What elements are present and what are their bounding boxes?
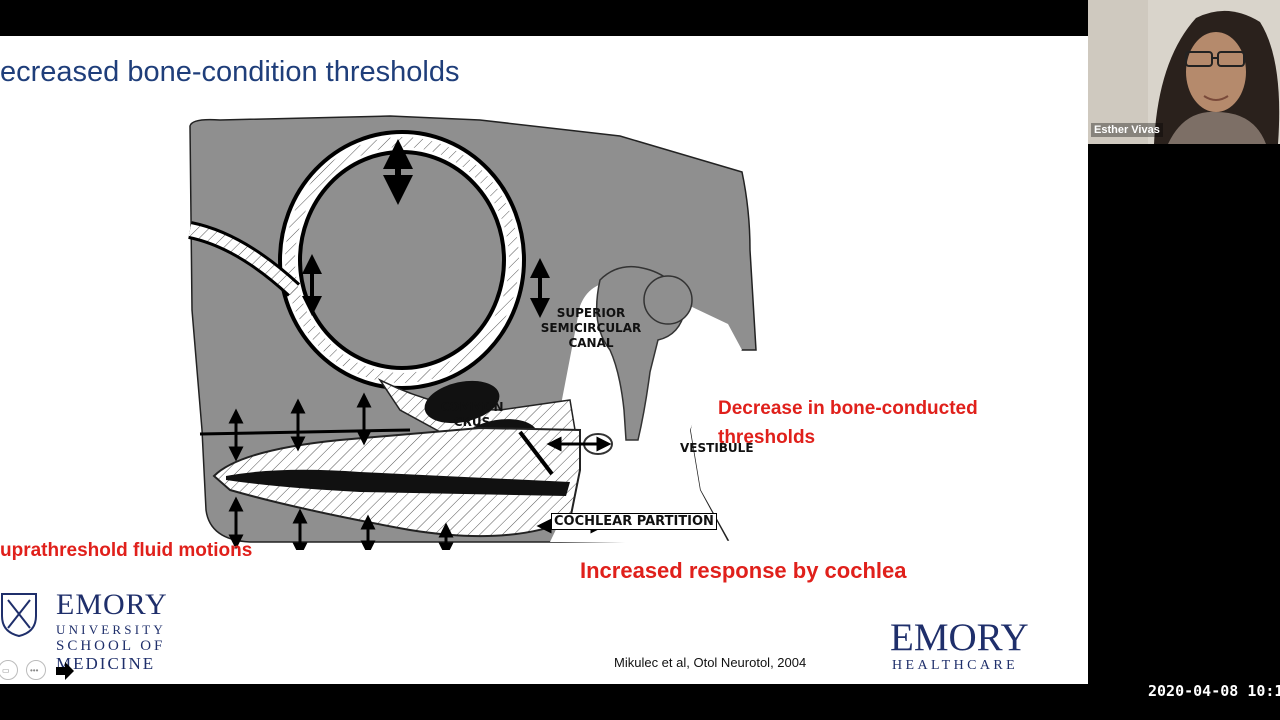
label-common-crus: COMMON CRUS bbox=[440, 400, 504, 429]
som-logo-school: SCHOOL OF bbox=[56, 638, 166, 654]
slide-title: ecreased bone-condition thresholds bbox=[0, 56, 460, 88]
participant-name: Esther Vivas bbox=[1091, 123, 1163, 137]
participant-video[interactable]: Esther Vivas bbox=[1088, 0, 1280, 144]
hc-logo-healthcare: HEALTHCARE bbox=[892, 658, 1019, 673]
ellipsis-icon: ••• bbox=[30, 666, 39, 675]
presentation-controls: ▭ ••• bbox=[0, 660, 90, 682]
som-logo-medicine: MEDICINE bbox=[56, 654, 156, 673]
callout-cochlea-response: Increased response by cochlea bbox=[580, 558, 907, 583]
pointer-arrow-icon[interactable] bbox=[54, 660, 76, 682]
slide-citation: Mikulec et al, Otol Neurotol, 2004 bbox=[614, 655, 807, 670]
shield-icon bbox=[1, 593, 37, 638]
caption-icon: ▭ bbox=[2, 666, 10, 675]
inner-ear-diagram: SUPERIOR SEMICIRCULAR CANAL COMMON CRUS … bbox=[180, 110, 760, 558]
participant-video-frame bbox=[1088, 0, 1280, 144]
label-cochlear-partition: COCHLEAR PARTITION bbox=[551, 513, 717, 530]
label-superior-canal: SUPERIOR SEMICIRCULAR CANAL bbox=[540, 306, 642, 350]
som-logo-university: UNIVERSITY bbox=[56, 622, 166, 637]
som-logo-emory: EMORY bbox=[56, 588, 168, 621]
emory-som-logo: EMORY UNIVERSITY SCHOOL OF MEDICINE bbox=[0, 588, 180, 678]
callout-bone-thresholds: Decrease in bone-conducted thresholds bbox=[718, 398, 978, 448]
label-vestibule: VESTIBULE bbox=[680, 441, 754, 455]
diagram-drawing bbox=[188, 115, 757, 558]
recording-timestamp: 2020-04-08 10:1 bbox=[1148, 682, 1280, 700]
callout-fluid-motions: uprathreshold fluid motions bbox=[0, 540, 253, 561]
emory-healthcare-logo: EMORY HEALTHCARE bbox=[890, 618, 1040, 678]
hc-logo-emory: EMORY bbox=[890, 616, 1029, 659]
shared-slide: ecreased bone-condition thresholds bbox=[0, 36, 1088, 684]
caption-button[interactable]: ▭ bbox=[0, 660, 18, 680]
more-options-button[interactable]: ••• bbox=[26, 660, 46, 680]
